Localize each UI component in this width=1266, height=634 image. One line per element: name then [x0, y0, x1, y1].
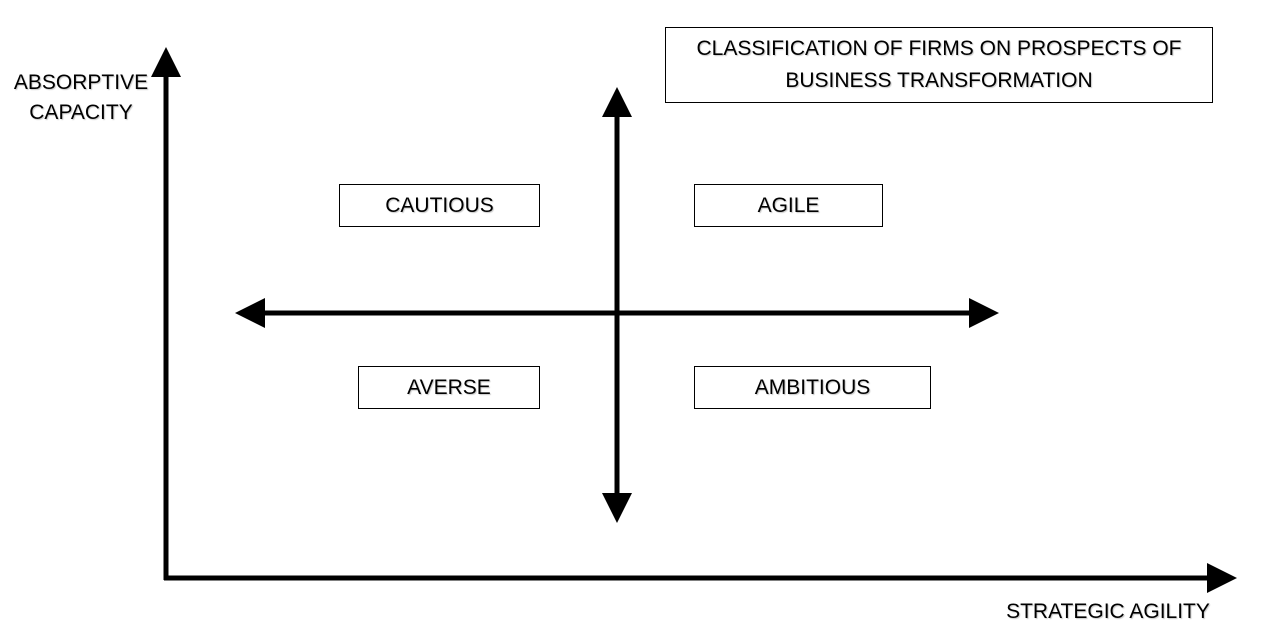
- y-axis-label-line2: CAPACITY: [29, 101, 133, 124]
- quadrant-cautious: CAUTIOUS: [339, 184, 540, 227]
- y-axis-label: ABSORPTIVE CAPACITY: [6, 68, 156, 128]
- y-axis-label-line1: ABSORPTIVE: [13, 71, 149, 94]
- diagram-title-box: CLASSIFICATION OF FIRMS ON PROSPECTS OF …: [665, 27, 1213, 103]
- quadrant-ambitious: AMBITIOUS: [694, 366, 931, 409]
- title-line1: CLASSIFICATION OF FIRMS ON PROSPECTS OF: [696, 37, 1182, 60]
- quadrant-agile: AGILE: [694, 184, 883, 227]
- quadrant-averse: AVERSE: [358, 366, 540, 409]
- title-line2: BUSINESS TRANSFORMATION: [785, 69, 1093, 92]
- x-axis-label: STRATEGIC AGILITY: [1006, 600, 1210, 623]
